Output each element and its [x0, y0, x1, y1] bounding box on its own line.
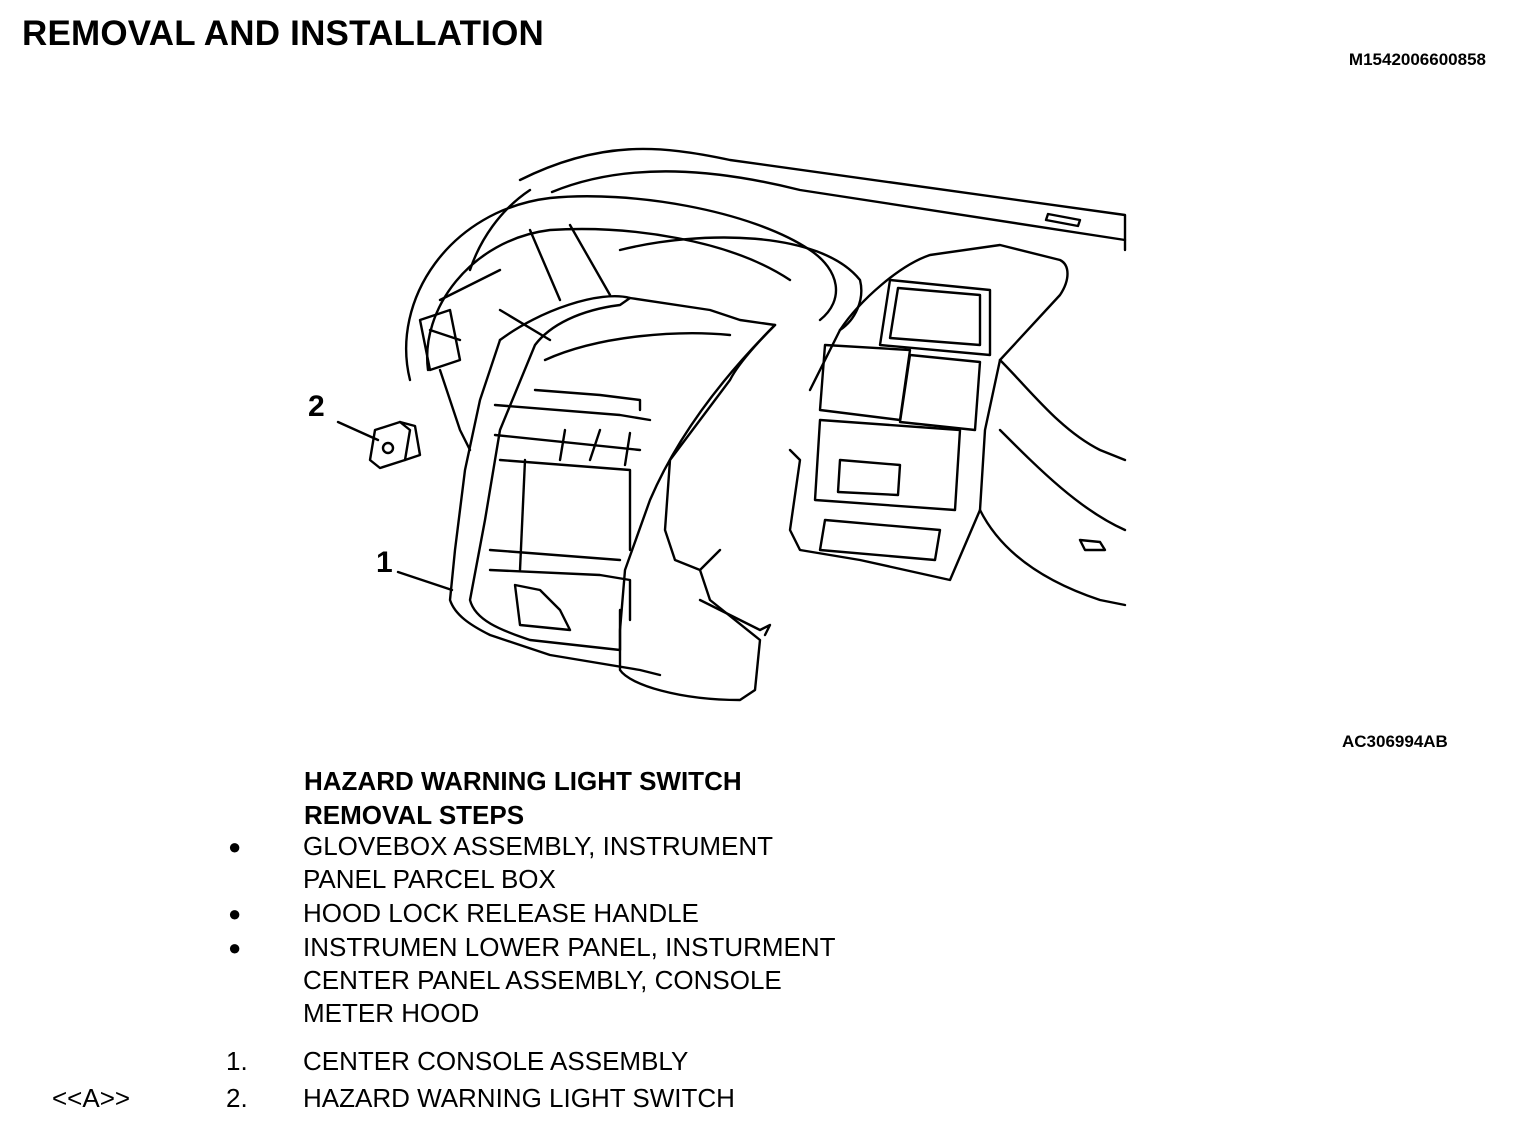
step-text: INSTRUMEN LOWER PANEL, INSTURMENT CENTER… [303, 931, 923, 1030]
steering-wheel [405, 195, 838, 382]
procedure-title-line1: HAZARD WARNING LIGHT SWITCH [304, 766, 742, 796]
step-number: 1. [226, 1046, 248, 1076]
step-text-line: METER HOOD [303, 998, 480, 1028]
dashboard-illustration [336, 147, 1127, 702]
step-text-line: GLOVEBOX ASSEMBLY, INSTRUMENT [303, 831, 774, 861]
step-text-line: CENTER PANEL ASSEMBLY, CONSOLE [303, 965, 782, 995]
step-text-line: INSTRUMEN LOWER PANEL, INSTURMENT [303, 932, 836, 962]
radio-bracket [788, 243, 1069, 582]
step-text-line: HOOD LOCK RELEASE HANDLE [303, 898, 699, 928]
step-text: GLOVEBOX ASSEMBLY, INSTRUMENT PANEL PARC… [303, 830, 923, 896]
dashboard-top-line [518, 147, 1127, 252]
procedure-title-line2: REMOVAL STEPS [304, 800, 525, 830]
step-number: 2. [226, 1083, 248, 1113]
bullet-marker: ● [228, 935, 242, 960]
hazard-switch-illustration [368, 420, 422, 470]
bullet-marker: ● [228, 834, 242, 859]
bullet-marker: ● [228, 901, 242, 926]
page-title: REMOVAL AND INSTALLATION [22, 14, 544, 53]
step-reference: <<A>> [52, 1083, 131, 1113]
step-text-line: PANEL PARCEL BOX [303, 864, 556, 894]
document-id: M1542006600858 [1348, 50, 1486, 69]
side-trim-panel [618, 323, 777, 702]
center-console-assembly [468, 295, 632, 652]
leader-line-1 [396, 570, 454, 592]
leader-line-2 [336, 420, 380, 442]
step-text: CENTER CONSOLE ASSEMBLY [303, 1046, 689, 1076]
procedure-title: HAZARD WARNING LIGHT SWITCH REMOVAL STEP… [304, 764, 742, 832]
callout-1: 1 [376, 546, 393, 579]
step-text: HOOD LOCK RELEASE HANDLE [303, 897, 923, 930]
figure-id: AC306994AB [1342, 732, 1448, 751]
step-text: HAZARD WARNING LIGHT SWITCH [303, 1083, 735, 1113]
callout-2: 2 [308, 390, 325, 423]
